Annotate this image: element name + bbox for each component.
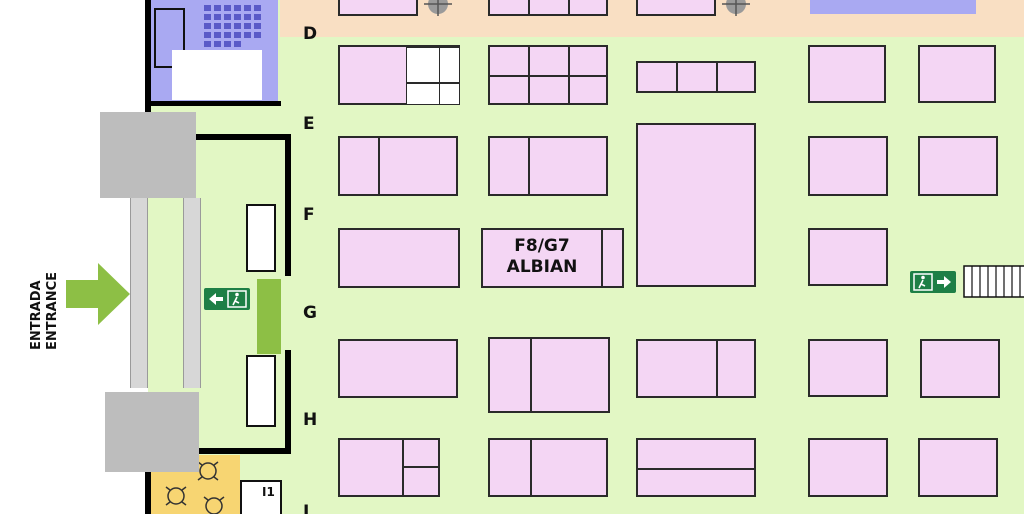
column-block bbox=[100, 112, 196, 198]
service-room-label: I1 bbox=[262, 485, 275, 499]
booth[interactable] bbox=[488, 45, 608, 105]
service-room-i1[interactable] bbox=[240, 480, 282, 514]
booth[interactable] bbox=[488, 0, 608, 16]
booth[interactable] bbox=[918, 438, 998, 497]
entrance-carpet bbox=[257, 279, 281, 354]
booth[interactable] bbox=[488, 438, 608, 497]
stairs-icon[interactable] bbox=[963, 265, 1024, 298]
entrance-label: ENTRADA ENTRANCE bbox=[16, 240, 60, 350]
wall bbox=[145, 448, 151, 514]
column-block bbox=[105, 392, 199, 472]
booth[interactable] bbox=[920, 339, 1000, 398]
booth[interactable] bbox=[338, 228, 460, 288]
booth-large[interactable] bbox=[636, 123, 756, 287]
booth[interactable] bbox=[808, 339, 888, 397]
exit-sign-icon bbox=[910, 271, 956, 293]
entrance-label-en: ENTRANCE bbox=[45, 272, 56, 350]
exit-sign-icon bbox=[204, 288, 250, 310]
entrance-arrow-icon[interactable] bbox=[66, 263, 130, 325]
row-label-e: E bbox=[303, 114, 315, 134]
info-desk[interactable] bbox=[246, 204, 276, 272]
column-marker-icon bbox=[424, 0, 452, 16]
table-chairs-icon bbox=[165, 461, 225, 514]
seating-grid-icon bbox=[204, 5, 261, 47]
booth[interactable] bbox=[636, 339, 756, 398]
booth[interactable] bbox=[488, 337, 610, 413]
wall bbox=[285, 350, 291, 454]
wall bbox=[145, 0, 151, 140]
booth[interactable] bbox=[338, 136, 458, 196]
row-label-i: I bbox=[303, 502, 310, 514]
entrance-label-es: ENTRADA bbox=[29, 280, 44, 350]
wall bbox=[285, 134, 291, 276]
top-blue-area[interactable] bbox=[810, 0, 976, 14]
booth[interactable] bbox=[918, 45, 996, 103]
booth[interactable] bbox=[808, 228, 888, 286]
turnstile-lane bbox=[183, 198, 201, 388]
info-desk[interactable] bbox=[246, 355, 276, 427]
booth-f8-g7[interactable]: F8/G7 ALBIAN bbox=[481, 228, 624, 288]
turnstile-lane bbox=[130, 198, 148, 388]
row-label-g: G bbox=[303, 303, 317, 323]
booth-name: ALBIAN bbox=[506, 257, 578, 277]
wall bbox=[145, 134, 291, 140]
booth[interactable] bbox=[636, 0, 716, 16]
booth[interactable] bbox=[338, 45, 460, 105]
booth-code: F8/G7 bbox=[514, 236, 570, 256]
booth[interactable] bbox=[918, 136, 998, 196]
booth[interactable] bbox=[338, 339, 458, 398]
wall bbox=[151, 101, 281, 106]
booth[interactable] bbox=[338, 438, 440, 497]
row-label-d: D bbox=[303, 24, 318, 44]
booth[interactable] bbox=[636, 61, 756, 93]
booth[interactable] bbox=[808, 45, 886, 103]
booth[interactable] bbox=[636, 438, 756, 497]
meeting-room-white-area bbox=[172, 50, 262, 100]
column-marker-icon bbox=[722, 0, 750, 16]
meeting-room-screen bbox=[154, 8, 185, 68]
booth[interactable] bbox=[488, 136, 608, 196]
wall bbox=[145, 448, 291, 454]
booth[interactable] bbox=[808, 438, 888, 497]
row-label-f: F bbox=[303, 205, 315, 225]
booth[interactable] bbox=[808, 136, 888, 196]
row-label-h: H bbox=[303, 410, 318, 430]
booth[interactable] bbox=[338, 0, 418, 16]
